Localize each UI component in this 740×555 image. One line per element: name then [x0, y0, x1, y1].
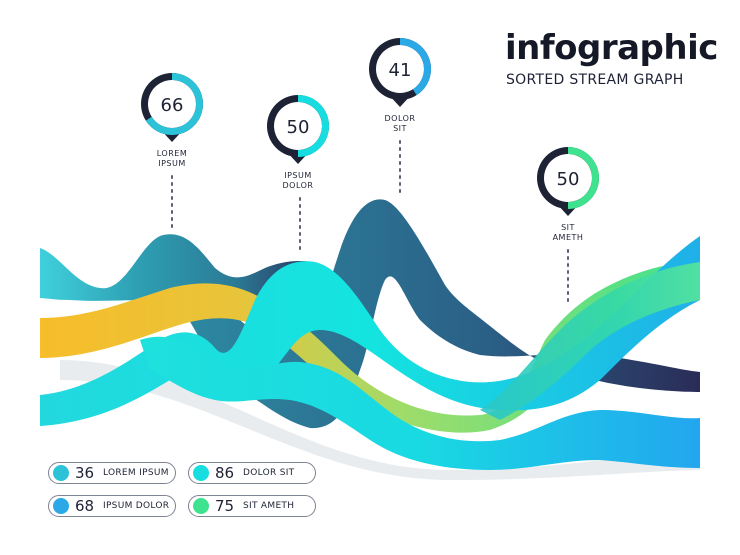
legend-item-dolor-sit: 86 DOLOR SIT: [188, 462, 316, 484]
legend-label: IPSUM DOLOR: [103, 501, 170, 511]
legend-item-sit-ameth: 75 SIT AMETH: [188, 495, 316, 517]
stream-aqua: [140, 336, 700, 470]
legend-label: SIT AMETH: [243, 501, 295, 511]
pin-value-2: 50: [287, 117, 310, 138]
pin-value-3: 41: [389, 60, 412, 81]
legend-value: 86: [215, 464, 235, 482]
legend-label: LOREM IPSUM: [103, 468, 169, 478]
pin-arc-4: [567, 147, 599, 209]
pin-label-4-line2: AMETH: [553, 233, 584, 242]
pin-marker-3: 41: [369, 38, 431, 107]
pin-label-1-line2: IPSUM: [158, 159, 186, 168]
stream-green: [480, 262, 700, 420]
legend-dot: [193, 465, 209, 481]
legend-label: DOLOR SIT: [243, 468, 295, 478]
pin-label-3-line1: DOLOR: [385, 114, 416, 123]
legend-value: 68: [75, 497, 95, 515]
pin-label-4-line1: SIT: [561, 223, 575, 232]
pin-label-1-line1: LOREM: [157, 149, 187, 158]
pin-marker-4: 50: [537, 147, 599, 216]
pin-marker-2: 50: [267, 95, 329, 164]
legend-item-lorem-ipsum: 36 LOREM IPSUM: [48, 462, 176, 484]
leader-lines: [171, 140, 569, 306]
pin-arc-2: [297, 95, 329, 157]
infographic-subtitle: SORTED STREAM GRAPH: [506, 72, 684, 88]
pin-label-2-line2: DOLOR: [283, 181, 314, 190]
pin-marker-1: 66: [141, 73, 203, 142]
legend-value: 36: [75, 464, 95, 482]
pin-value-4: 50: [557, 169, 580, 190]
legend-item-ipsum-dolor: 68 IPSUM DOLOR: [48, 495, 176, 517]
legend-dot: [193, 498, 209, 514]
pin-label-3-line2: SIT: [393, 124, 407, 133]
legend-value: 75: [215, 497, 235, 515]
legend-dot: [53, 465, 69, 481]
pin-arc-3: [399, 38, 431, 96]
pin-label-2-line1: IPSUM: [284, 171, 312, 180]
pin-value-1: 66: [161, 95, 184, 116]
legend-dot: [53, 498, 69, 514]
pin-arc-1: [145, 73, 203, 135]
infographic-title: infographic: [505, 28, 718, 68]
